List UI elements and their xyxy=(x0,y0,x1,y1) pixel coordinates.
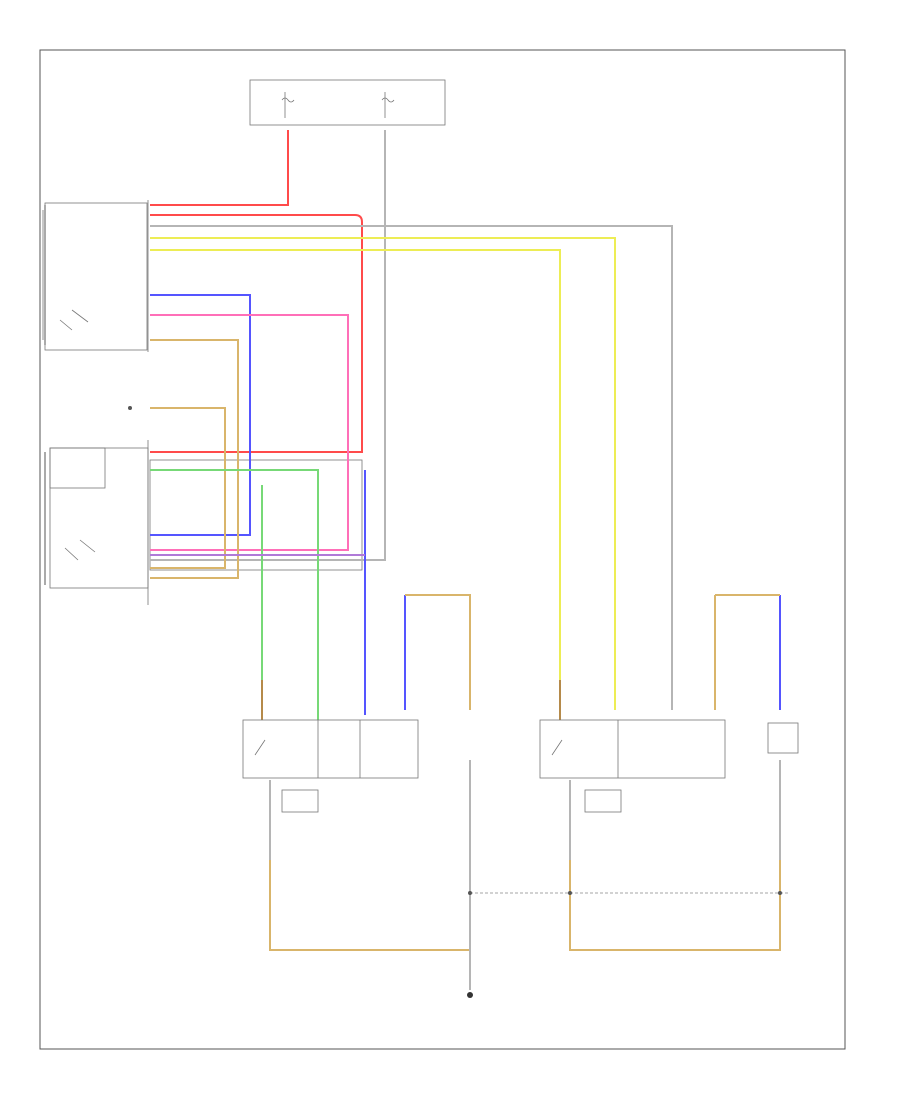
left-seat-heater-assembly xyxy=(242,719,419,813)
wire-gray-cross xyxy=(150,225,673,710)
wire-blue-right xyxy=(364,470,781,715)
wire-gray-power xyxy=(150,130,386,561)
wire-green xyxy=(150,469,319,720)
wire-blue-left xyxy=(150,294,251,536)
wire-tan-loop xyxy=(269,860,470,951)
wire-tan-left xyxy=(150,339,239,579)
right-seat-heater-assembly xyxy=(539,719,799,813)
wire-yellow-1 xyxy=(150,237,616,710)
wire-red-power xyxy=(150,130,289,206)
wire-tan-mid xyxy=(150,407,226,569)
wire-yellow-2 xyxy=(150,249,561,710)
wire-tan-top-left xyxy=(405,594,471,710)
wire-tan-loop-right xyxy=(569,860,781,951)
wire-pink xyxy=(150,314,349,551)
wire-red-loop xyxy=(150,214,363,453)
fuse-block xyxy=(249,79,446,126)
ground-symbol xyxy=(467,992,473,998)
left-front-seat-heater-switch xyxy=(42,200,149,352)
right-front-seat-heater-switch xyxy=(44,440,363,605)
splice-points xyxy=(128,406,782,895)
diagram-frame xyxy=(39,49,846,1050)
